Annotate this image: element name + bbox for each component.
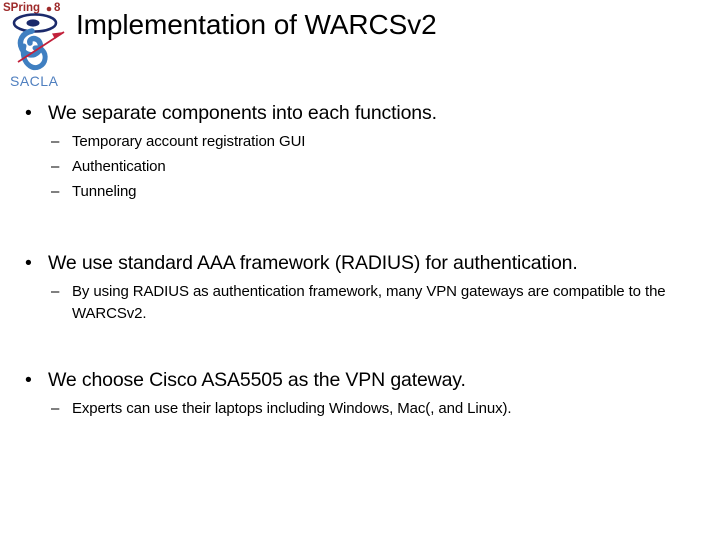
sub-bullet-item-1-3: – Tunneling	[0, 181, 712, 203]
sub-bullet-text: Authentication	[72, 158, 166, 175]
bullet-item-1: • We separate components into each funct…	[0, 100, 603, 126]
logo-arrow-head	[52, 32, 64, 39]
sub-bullet-item-2-1: – By using RADIUS as authentication fram…	[0, 281, 712, 325]
sub-bullet-text: By using RADIUS as authentication framew…	[72, 283, 666, 322]
logo-bottom-text: SACLA	[10, 73, 59, 89]
logo-top-text-8: 8	[54, 2, 61, 14]
logo-dot-small	[46, 6, 52, 12]
bullet-marker: •	[25, 369, 32, 391]
sub-bullet-marker: –	[51, 283, 60, 300]
spacer	[0, 203, 720, 250]
sub-bullet-item-1-1: – Temporary account registration GUI	[0, 131, 712, 153]
bullet-text: We choose Cisco ASA5505 as the VPN gatew…	[48, 369, 466, 391]
bullet-block-3: • We choose Cisco ASA5505 as the VPN gat…	[0, 367, 720, 420]
slide-body: • We separate components into each funct…	[0, 100, 720, 420]
sub-bullet-item-1-2: – Authentication	[0, 156, 712, 178]
sub-bullet-marker: –	[51, 158, 60, 175]
logo-swoosh-upper	[17, 28, 44, 58]
bullet-marker: •	[25, 252, 32, 274]
sub-bullet-marker: –	[51, 133, 60, 150]
logo-graphic: SPring 8 SACLA	[3, 2, 65, 89]
bullet-item-2: • We use standard AAA framework (RADIUS)…	[0, 250, 603, 276]
logo-top-text: SPring	[3, 2, 40, 14]
bullet-marker: •	[25, 102, 32, 124]
logo-nucleus	[26, 19, 40, 27]
sub-bullet-text: Tunneling	[72, 183, 137, 200]
sub-bullet-text: Experts can use their laptops including …	[72, 400, 512, 417]
bullet-block-2: • We use standard AAA framework (RADIUS)…	[0, 250, 720, 325]
spring8-sacla-logo: SPring 8 SACLA	[2, 0, 76, 92]
bullet-item-3: • We choose Cisco ASA5505 as the VPN gat…	[0, 367, 688, 393]
logo-ring-gap	[52, 12, 62, 22]
sub-bullet-marker: –	[51, 183, 60, 200]
spacer	[0, 325, 720, 367]
bullet-block-1: • We separate components into each funct…	[0, 100, 720, 203]
sub-bullet-marker: –	[51, 400, 60, 417]
logo-orbit-ring	[12, 13, 58, 33]
bullet-text: We separate components into each functio…	[48, 102, 437, 124]
sub-bullet-text: Temporary account registration GUI	[72, 133, 306, 150]
sub-bullet-item-3-1: – Experts can use their laptops includin…	[0, 398, 712, 420]
bullet-text: We use standard AAA framework (RADIUS) f…	[48, 252, 578, 274]
page-title: Implementation of WARCSv2	[76, 9, 437, 40]
